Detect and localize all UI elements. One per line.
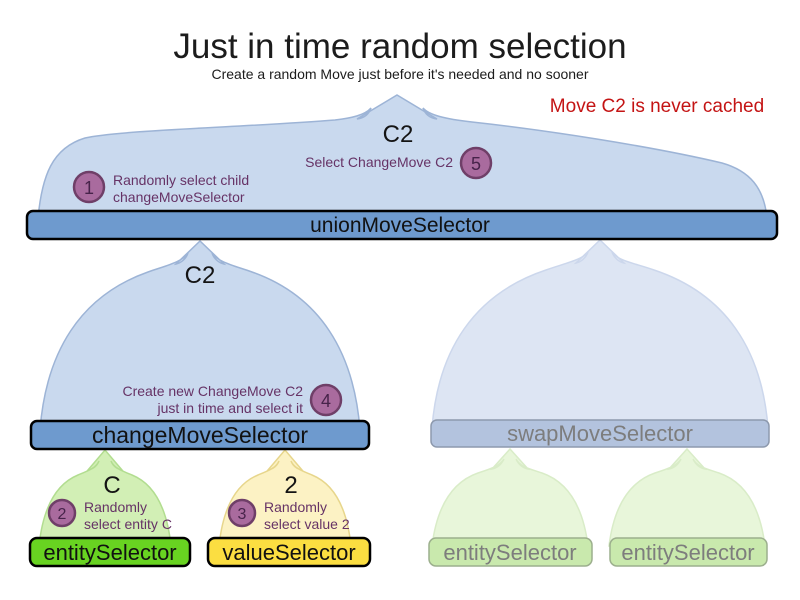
faded-entity-stream-mound-left bbox=[431, 447, 589, 547]
step-1-text-line1: Randomly select child bbox=[113, 172, 249, 188]
step-3-text-line1: Randomly bbox=[264, 499, 327, 515]
step-3-number: 3 bbox=[238, 506, 247, 523]
faded-entity-selector-bar-left bbox=[428, 537, 593, 567]
faded-entity-stream-mound-right bbox=[608, 447, 766, 547]
change-branch-mound-group bbox=[39, 238, 769, 431]
change-move-selector-bar bbox=[29, 419, 371, 451]
faded-entity-selector-bar-right bbox=[609, 537, 768, 567]
step-4-number: 4 bbox=[321, 391, 331, 411]
step-2-text-line1: Randomly bbox=[84, 499, 147, 515]
step-4: Create new ChangeMove C2 just in time an… bbox=[122, 383, 343, 417]
step-1: 1 Randomly select child changeMoveSelect… bbox=[72, 170, 249, 205]
union-move-selector-bar bbox=[25, 209, 779, 241]
step-3: 3 Randomly select value 2 bbox=[227, 498, 350, 532]
step-4-text-line2: just in time and select it bbox=[156, 400, 303, 416]
step-5-number: 5 bbox=[471, 154, 481, 174]
union-move-selector-label: unionMoveSelector bbox=[310, 214, 490, 237]
never-cached-note: Move C2 is never cached bbox=[550, 96, 764, 117]
union-branch-mound-group bbox=[37, 94, 768, 219]
step-1-badge bbox=[72, 170, 106, 204]
page-subtitle: Create a random Move just before it's ne… bbox=[211, 66, 588, 82]
swap-move-selector-label: swapMoveSelector bbox=[507, 421, 693, 446]
step-3-badge bbox=[227, 498, 257, 528]
step-2-text-line2: select entity C bbox=[84, 516, 172, 532]
step-5-badge bbox=[459, 146, 493, 180]
faded-entity-selector-label-right: entitySelector bbox=[621, 540, 754, 565]
faded-entity-selector-label-left: entitySelector bbox=[443, 540, 576, 565]
step-2-badge bbox=[47, 498, 77, 528]
swap-move-stream-mound-faded bbox=[431, 238, 769, 429]
value-selector-bar bbox=[206, 536, 372, 568]
change-output-label: C2 bbox=[185, 262, 216, 289]
step-4-text-line1: Create new ChangeMove C2 bbox=[122, 383, 303, 399]
entity-selector-bar bbox=[28, 536, 192, 568]
step-3-text-line2: select value 2 bbox=[264, 516, 350, 532]
page-title: Just in time random selection bbox=[173, 27, 626, 66]
entity-selector-label: entitySelector bbox=[43, 540, 176, 565]
step-1-number: 1 bbox=[84, 178, 94, 198]
swap-move-selector-bar bbox=[430, 419, 770, 448]
change-move-stream-mound bbox=[39, 239, 361, 431]
value-selector-label: valueSelector bbox=[222, 540, 355, 565]
entity-output-label: C bbox=[103, 472, 120, 499]
step-2-number: 2 bbox=[58, 506, 67, 523]
step-5-text: Select ChangeMove C2 bbox=[305, 154, 453, 170]
union-output-label: C2 bbox=[383, 121, 414, 148]
jit-move-stream-mound bbox=[37, 94, 768, 219]
value-output-label: 2 bbox=[284, 472, 297, 499]
step-2: 2 Randomly select entity C bbox=[47, 498, 172, 532]
io-labels: C2 C2 C 2 bbox=[103, 121, 413, 499]
change-move-selector-label: changeMoveSelector bbox=[92, 422, 308, 448]
selector-bars: unionMoveSelector changeMoveSelector swa… bbox=[25, 209, 779, 568]
step-5: Select ChangeMove C2 5 bbox=[305, 146, 493, 180]
step-4-badge bbox=[309, 383, 343, 417]
step-1-text-line2: changeMoveSelector bbox=[113, 189, 245, 205]
